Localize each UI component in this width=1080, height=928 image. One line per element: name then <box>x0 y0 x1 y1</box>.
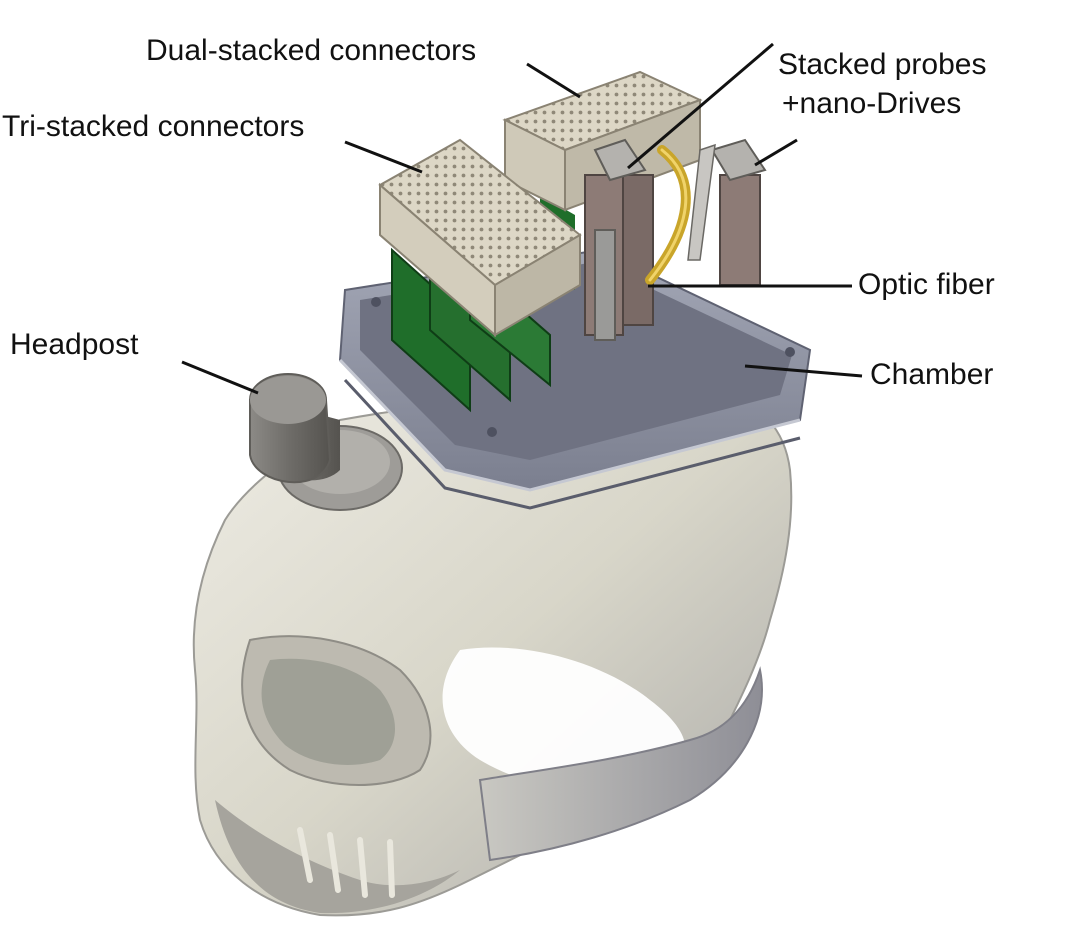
label-stacked-probes: Stacked probes <box>778 48 987 81</box>
label-headpost: Headpost <box>10 328 139 361</box>
optic-fiber <box>645 145 691 285</box>
leader-lines <box>181 42 863 395</box>
label-nano-drives: +nano-Drives <box>782 87 962 120</box>
label-dual-stacked-connectors: Dual-stacked connectors <box>146 34 477 67</box>
label-optic-fiber: Optic fiber <box>858 268 995 301</box>
label-tri-stacked-connectors: Tri-stacked connectors <box>2 110 305 143</box>
tri-stacked-connector <box>378 138 582 338</box>
headpost <box>249 373 403 511</box>
skull <box>192 390 793 917</box>
label-chamber: Chamber <box>870 358 994 391</box>
stacked-probes <box>584 138 767 341</box>
